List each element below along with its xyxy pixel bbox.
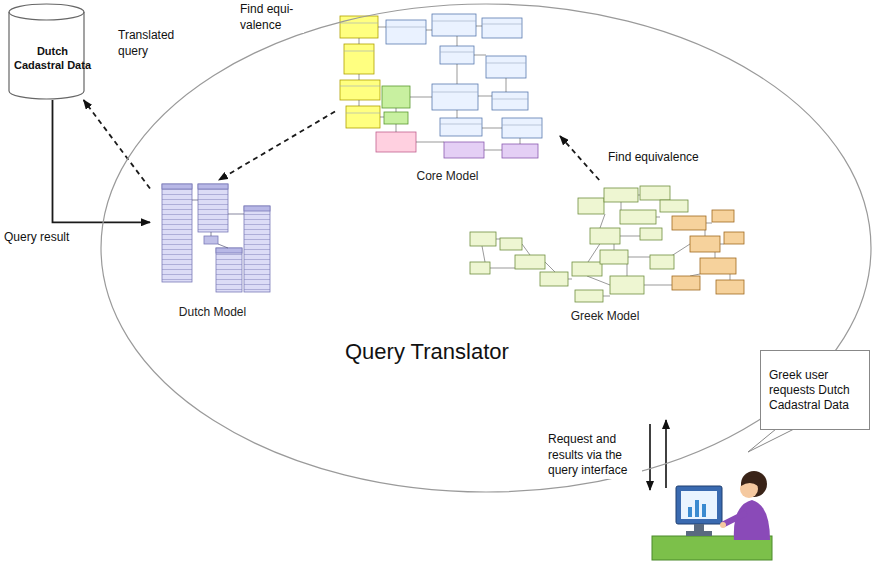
solid-arrow xyxy=(53,100,151,222)
edge-label: Query result xyxy=(4,230,69,246)
dutch-model: Dutch Model xyxy=(150,180,275,321)
interface-note: Request and results via the query interf… xyxy=(548,432,642,479)
user-icon xyxy=(652,471,772,560)
database-cylinder: Dutch Cadastral Data xyxy=(8,3,97,100)
dashed-arrow xyxy=(219,112,335,181)
greek-model: Greek Model xyxy=(460,180,750,325)
ellipse-outline xyxy=(100,3,872,493)
model-label: Dutch Model xyxy=(179,305,246,319)
model-label: Core Model xyxy=(416,169,478,183)
dashed-arrow xyxy=(560,136,599,180)
greek-uml-sketch xyxy=(470,186,744,302)
edge-label: Find equivalence xyxy=(608,150,699,166)
database-label: Dutch Cadastral Data xyxy=(8,45,97,71)
speech-bubble: Greek user requests Dutch Cadastral Data xyxy=(760,350,870,430)
cylinder-cap xyxy=(9,12,84,20)
dashed-arrow xyxy=(84,100,150,189)
edge-label: Translated query xyxy=(118,28,188,59)
ellipse-line xyxy=(101,4,871,492)
request-arrows xyxy=(650,420,666,490)
core-model: Core Model xyxy=(335,10,560,185)
bubble-text: Greek user requests Dutch Cadastral Data xyxy=(769,368,861,413)
edge-label: Find equi- valence xyxy=(240,2,304,33)
dutch-table-sketch xyxy=(162,184,270,292)
bubble-tail xyxy=(748,429,794,452)
core-uml-sketch xyxy=(340,14,542,158)
model-label: Greek Model xyxy=(571,309,640,323)
region-title: Query Translator xyxy=(345,339,509,365)
translator-ellipse: Query TranslatorCore ModelDutch ModelGre… xyxy=(100,3,872,493)
